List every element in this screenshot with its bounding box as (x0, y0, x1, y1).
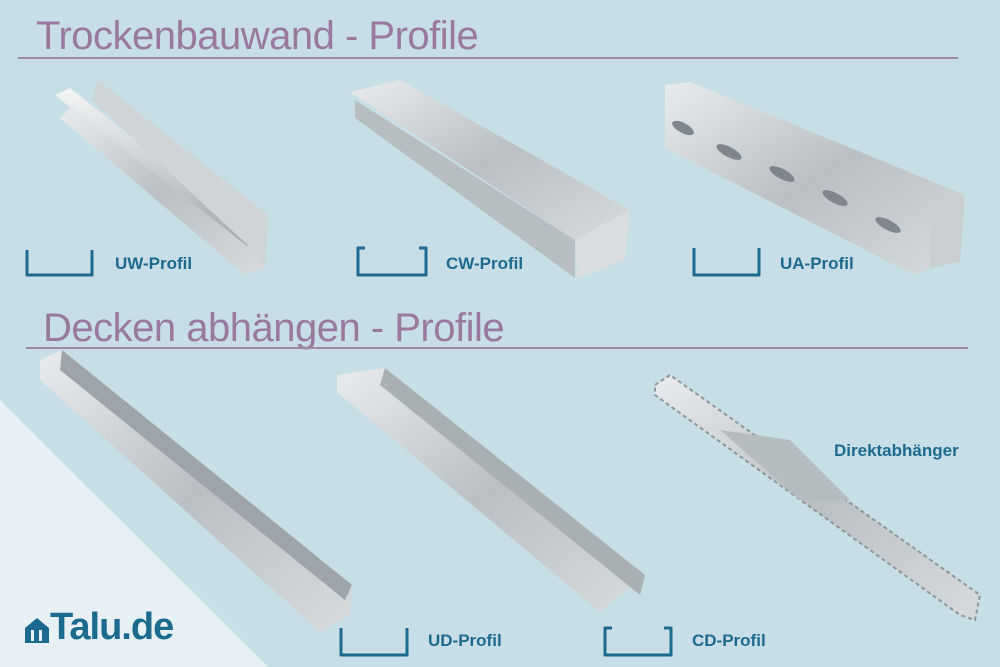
talu-logo: Talu.de (24, 606, 174, 648)
cw-profile-image (350, 80, 630, 278)
ua-profile-image (665, 82, 965, 275)
ud-profile-label: UD-Profil (428, 631, 502, 650)
direct-hanger-image (654, 373, 982, 622)
cd-profile-label: CD-Profil (692, 631, 766, 650)
section-divider (18, 57, 958, 59)
uw-profile-label: UW-Profil (115, 254, 193, 273)
cd-c-channel-icon (603, 626, 673, 657)
section-title-ceilings: Decken abhängen - Profile (43, 306, 505, 350)
ud-u-channel-icon (339, 628, 409, 657)
cw-c-channel-icon (356, 246, 428, 277)
ua-u-channel-icon (692, 248, 761, 277)
cw-profile-label: CW-Profil (446, 254, 524, 273)
ua-profile-label: UA-Profil (780, 254, 854, 273)
section-divider (26, 347, 968, 349)
direct-hanger-label: Direktabhänger (834, 441, 959, 460)
ud-profile-image (40, 350, 352, 632)
uw-u-channel-icon (25, 250, 94, 277)
cd-profile-image (337, 368, 645, 612)
background-corner-triangle (0, 400, 268, 667)
section-title-walls: Trockenbauwand - Profile (36, 14, 479, 58)
house-tools-icon (25, 618, 49, 643)
brand-name: Talu.de (50, 606, 174, 648)
uw-profile-image (55, 80, 268, 275)
